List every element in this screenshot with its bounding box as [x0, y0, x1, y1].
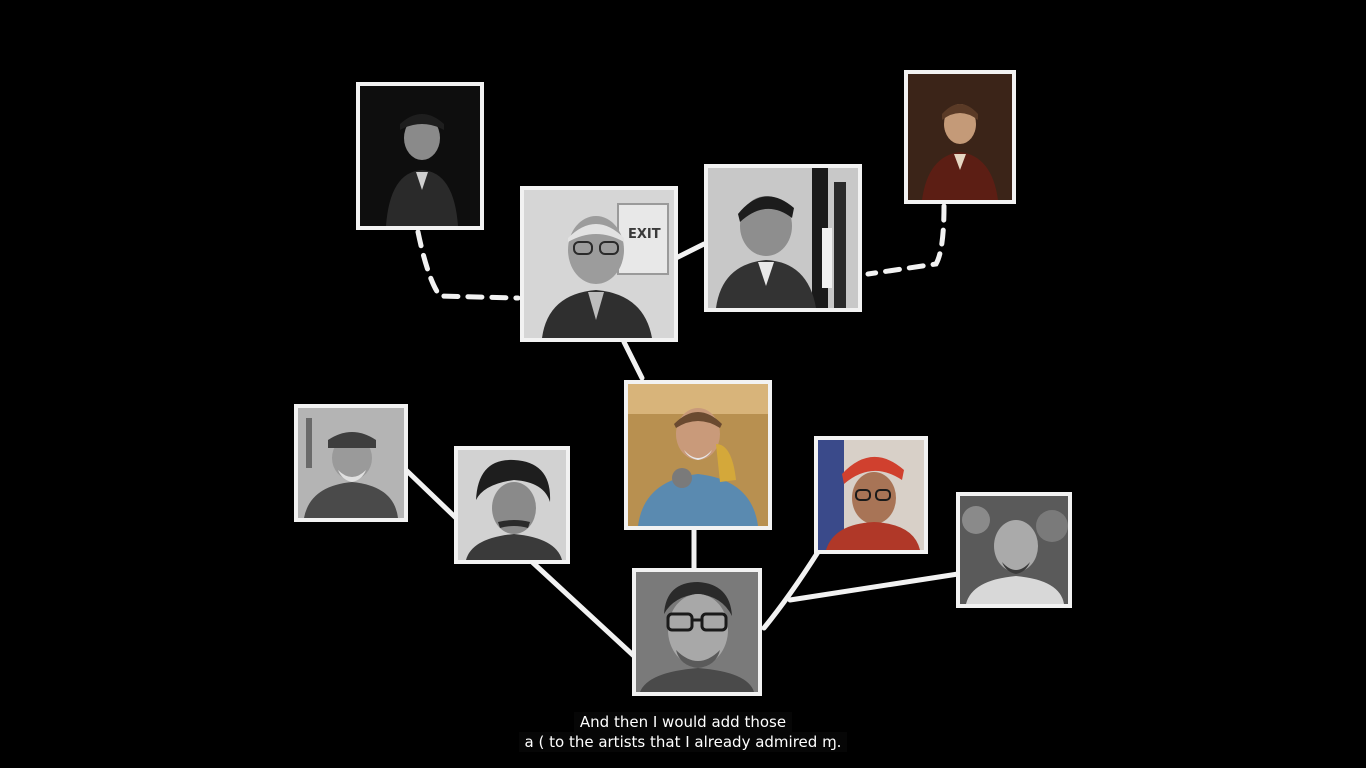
connector-gp-to-parent	[621, 339, 645, 381]
portrait-photo-icon	[298, 408, 404, 518]
portrait-photo-icon	[458, 450, 566, 560]
portrait-parent-center	[624, 380, 772, 530]
dashed-connector-left	[415, 229, 521, 301]
portrait-parent-left	[454, 446, 570, 564]
portrait-photo-icon	[360, 86, 480, 226]
portrait-photo-icon: EXIT	[524, 190, 674, 338]
dashed-connector-right	[865, 203, 947, 277]
connector-left-to-self	[527, 557, 637, 659]
exit-sign-text: EXIT	[628, 227, 661, 242]
portrait-ancestor-left	[356, 82, 484, 230]
subtitle-captions: And then I would add those a ( to the ar…	[0, 712, 1366, 752]
portrait-painting-icon	[908, 74, 1012, 200]
portrait-ancestor-right	[904, 70, 1016, 204]
portrait-photo-icon	[960, 496, 1068, 604]
connector-self-to-far-right	[787, 571, 961, 603]
caption-line-1: And then I would add those	[573, 712, 793, 732]
caption-line-2: a ( to the artists that I already admire…	[518, 732, 848, 752]
portrait-photo-icon	[636, 572, 758, 692]
portrait-photo-icon	[708, 168, 858, 308]
connector-far-left	[403, 467, 459, 521]
portrait-photo-icon	[628, 384, 768, 526]
portrait-grandparent-center: EXIT	[520, 186, 678, 342]
portrait-parent-right	[814, 436, 928, 554]
portrait-parent-right-far	[956, 492, 1072, 608]
portrait-parent-left-far	[294, 404, 408, 522]
portrait-photo-icon	[818, 440, 924, 550]
connector-grandparents	[673, 241, 707, 261]
portrait-self	[632, 568, 762, 696]
connector-self-to-right	[761, 549, 821, 631]
portrait-grandparent-right	[704, 164, 862, 312]
